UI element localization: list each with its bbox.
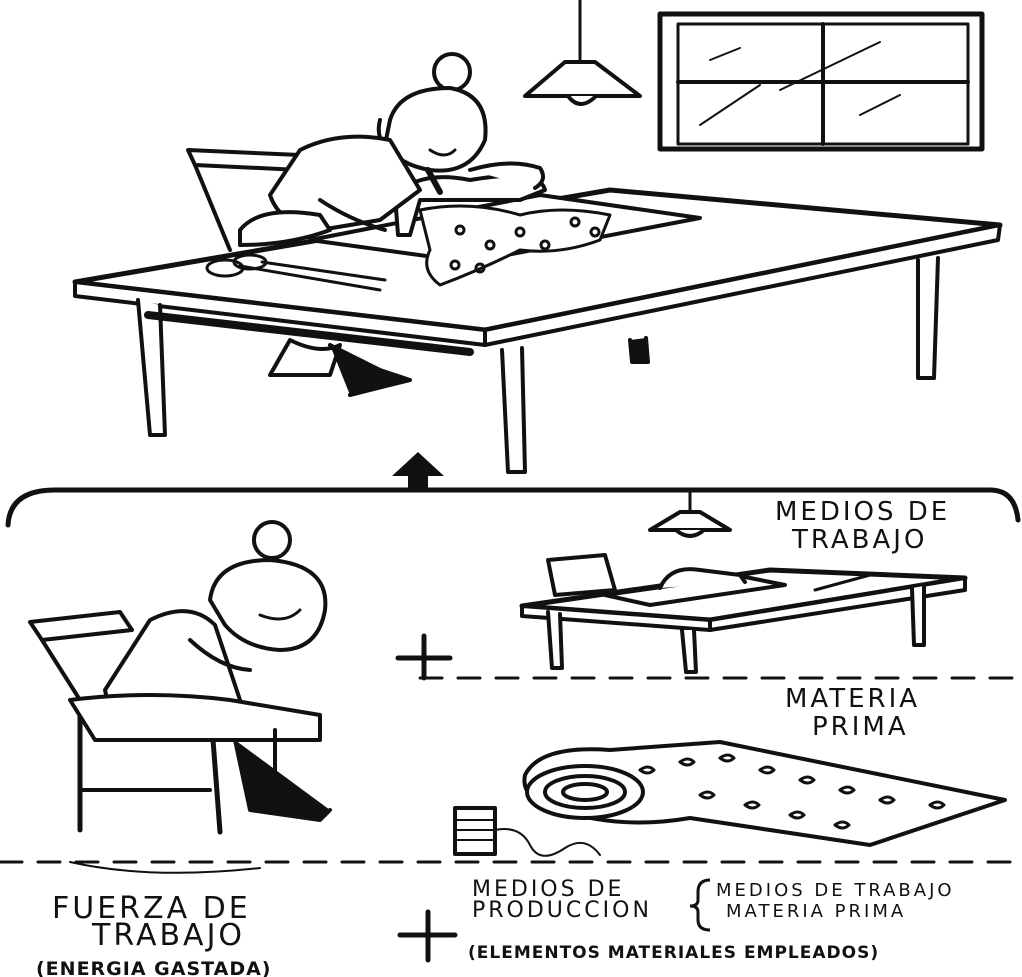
- top-scene: [72, 0, 1003, 490]
- woman-sewing: [238, 52, 546, 397]
- medios-produccion-line2: PRODUCCION: [472, 898, 652, 923]
- materia-prima-line1: MATERIA: [785, 684, 920, 714]
- medios-trabajo-line1: MEDIOS DE: [775, 497, 950, 527]
- fabric-top: [418, 204, 612, 287]
- materia-prima-item: MATERIA PRIMA: [726, 901, 906, 922]
- window: [657, 11, 985, 152]
- medios-trabajo-line2: TRABAJO: [791, 525, 927, 555]
- brace-icon: [689, 878, 711, 932]
- elementos-materiales: (ELEMENTOS MATERIALES EMPLEADOS): [468, 943, 879, 963]
- energia-gastada: (ENERGIA GASTADA): [36, 958, 272, 977]
- plus-sign-upper: [395, 633, 453, 681]
- small-table: [519, 490, 968, 674]
- label-medios-trabajo: MEDIOS DE TRABAJO: [775, 497, 950, 555]
- label-medios-produccion: MEDIOS DE PRODUCCION MEDIOS DE TRABAJO M…: [468, 877, 955, 963]
- materia-prima-line2: PRIMA: [812, 712, 909, 742]
- hanging-lamp: [523, 0, 642, 106]
- fuerza-trabajo-line2: TRABAJO: [91, 918, 245, 953]
- arrow-up: [392, 452, 444, 490]
- fabric-roll: [453, 740, 1007, 857]
- label-materia-prima: MATERIA PRIMA: [785, 684, 920, 742]
- medios-trabajo-item: MEDIOS DE TRABAJO: [716, 880, 955, 901]
- woman-resting: [28, 520, 332, 874]
- plus-sign-lower: [397, 909, 458, 963]
- medios-produccion-line1: MEDIOS DE: [472, 877, 624, 902]
- scissors: [205, 253, 387, 292]
- label-fuerza-trabajo: FUERZA DE TRABAJO (ENERGIA GASTADA): [36, 891, 272, 977]
- panel-frame: [0, 487, 1022, 864]
- fuerza-trabajo-line1: FUERZA DE: [52, 891, 251, 926]
